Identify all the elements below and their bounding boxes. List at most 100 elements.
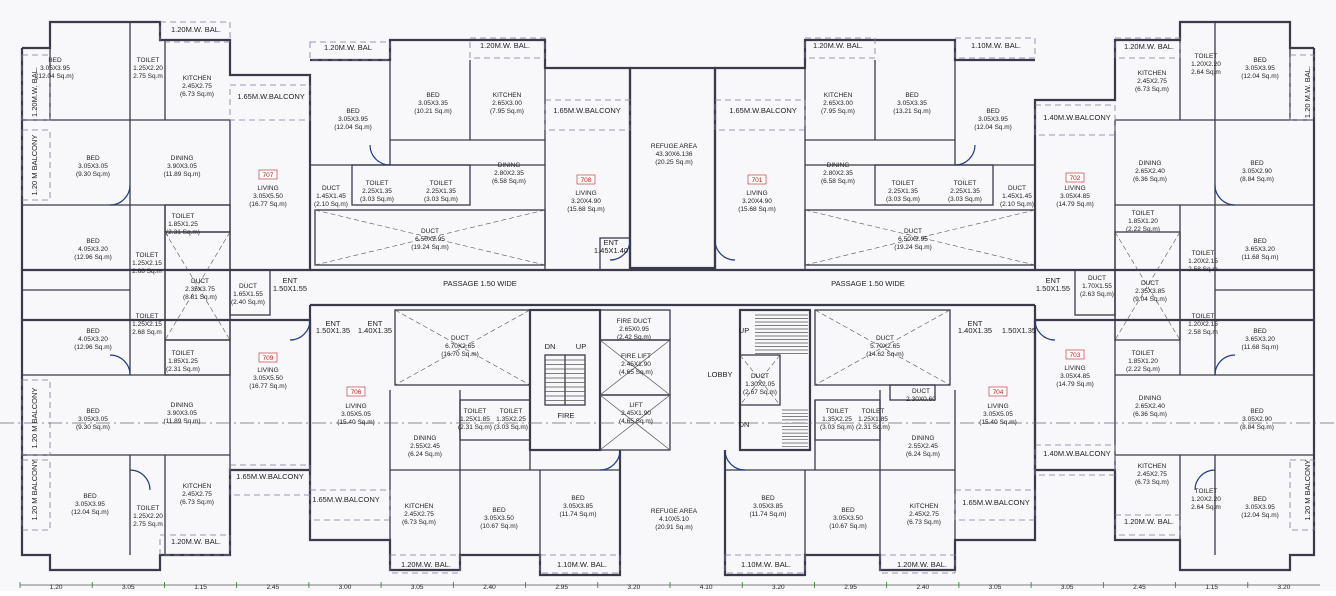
area-label: 1.65M.W.BALCONY [236, 472, 304, 481]
room-label-line: 2.68 Sq.m [132, 329, 162, 336]
room-label-line: TOILET [172, 213, 195, 220]
room-label-line: 3.05X4.85 [1060, 373, 1090, 380]
room-label-line: 1.25X2.15 [132, 321, 162, 328]
room-label-line: (2.63 Sq.m) [1080, 291, 1114, 298]
room-label-line: DUCT [904, 228, 922, 235]
room-label-line: (12.04 Sq.m) [71, 509, 109, 516]
room-label-line: 3.05X3.35 [418, 100, 448, 107]
room-label-line: 2.35X3.85 [1135, 288, 1165, 295]
staircase [545, 314, 808, 447]
room-label-line: 1.25X2.20 [133, 513, 163, 520]
room-label-line: (3.03 Sq.m) [424, 196, 458, 203]
room-label-line: (7.95 Sq.m) [490, 108, 524, 115]
room-label-line: 3.05X3.95 [1245, 65, 1275, 72]
vertical-label: 1.20 M BALCONY [1303, 460, 1312, 521]
flat-tag-box [258, 352, 278, 363]
room-label-line: DUCT [191, 278, 209, 285]
area-label: 1.10M.W. BAL. [557, 560, 607, 569]
room-label-line: TOILET [137, 57, 160, 64]
room-label-line: LIVING [257, 367, 278, 374]
room-label-line: (3.03 Sq.m) [820, 424, 854, 431]
area-label: 1.20M.W. BAL. [897, 560, 947, 569]
entrance-label: ENT [968, 319, 983, 328]
room-label-line: 1.35X2.25 [496, 416, 526, 423]
room-label-line: 1.45X1.45 [316, 193, 346, 200]
entrance-label: ENT [283, 276, 298, 285]
central-top-walls [310, 38, 1036, 271]
room-label-line: 3.05X3.85 [753, 503, 783, 510]
room-label-line: TOILET [137, 505, 160, 512]
flat-tag-box [1065, 172, 1085, 183]
room-label-line: (9.30 Sq.m) [76, 424, 110, 431]
room-label-line: DUCT [1008, 185, 1026, 192]
room-label-line: 1.20X2.20 [1191, 496, 1221, 503]
room-label-line: 3.05X3.05 [78, 163, 108, 170]
room-label-line: (2.31 Sq.m) [856, 424, 890, 431]
room-label-line: (16.77 Sq.m) [249, 201, 287, 208]
room-label-line: TOILET [136, 313, 159, 320]
room-label-line: DUCT [876, 335, 894, 342]
room-label-line: 2.65X0.95 [619, 326, 649, 333]
room-label-line: (6.36 Sq.m) [1133, 176, 1167, 183]
room-label-line: (2.22 Sq.m) [1126, 226, 1160, 233]
room-label-line: 2.35X3.75 [185, 286, 215, 293]
room-label-line: (2.10 Sq.m) [1000, 201, 1034, 208]
room-label-line: LIFT [629, 402, 642, 409]
room-label-line: KITCHEN [1138, 463, 1167, 470]
room-label-line: (6.58 Sq.m) [821, 178, 855, 185]
area-label: 1.65M.W.BALCONY [312, 495, 380, 504]
area-label: PASSAGE 1.50 WIDE [831, 279, 905, 288]
room-label-line: 3.90X3.05 [167, 410, 197, 417]
room-label-line: DINING [498, 162, 521, 169]
room-label-line: (12.04 Sq.m) [974, 124, 1012, 131]
room-label-line: KITCHEN [910, 503, 939, 510]
room-label-line: TOILET [430, 180, 453, 187]
room-label-line: 3.05X5.05 [341, 411, 371, 418]
room-label-line: 2.45X2.75 [1137, 78, 1167, 85]
room-label-line: BED [761, 495, 775, 502]
room-label-line: 3.65X3.20 [1245, 246, 1275, 253]
room-label-line: (2.40 Sq.m) [231, 299, 265, 306]
dimension-value: 3.20 [772, 584, 785, 591]
room-label-line: DUCT [1088, 275, 1106, 282]
area-label: 1.50X1.35 [316, 326, 350, 335]
room-label-line: KITCHEN [405, 503, 434, 510]
area-label: 1.40X1.35 [958, 326, 992, 335]
room-label-line: (12.96 Sq.m) [74, 254, 112, 261]
room-label-line: 3.05X2.90 [1242, 416, 1272, 423]
room-label-line: (2.22 Sq.m) [1126, 366, 1160, 373]
room-label-line: BED [905, 92, 919, 99]
room-label-line: BED [1253, 496, 1267, 503]
area-label: 1.50X1.35 [1002, 326, 1036, 335]
dimension-value: 1.20 [50, 584, 63, 591]
room-label-line: 2.65X3.00 [823, 100, 853, 107]
room-label-line: (2.42 Sq.m) [617, 334, 651, 341]
area-label: 1.20M.W. BAL. [1124, 517, 1174, 526]
room-label-line: 3.05X3.95 [1245, 504, 1275, 511]
room-label-line: (14.79 Sq.m) [1056, 201, 1094, 208]
dimension-value: 4.10 [700, 584, 713, 591]
room-label-line: LIVING [1064, 365, 1085, 372]
room-label-line: 4.05X3.20 [78, 336, 108, 343]
room-label-line: 1.25X1.85 [460, 416, 490, 423]
room-label-line: 1.25X2.20 [133, 65, 163, 72]
area-label: 1.50X1.55 [1036, 284, 1070, 293]
